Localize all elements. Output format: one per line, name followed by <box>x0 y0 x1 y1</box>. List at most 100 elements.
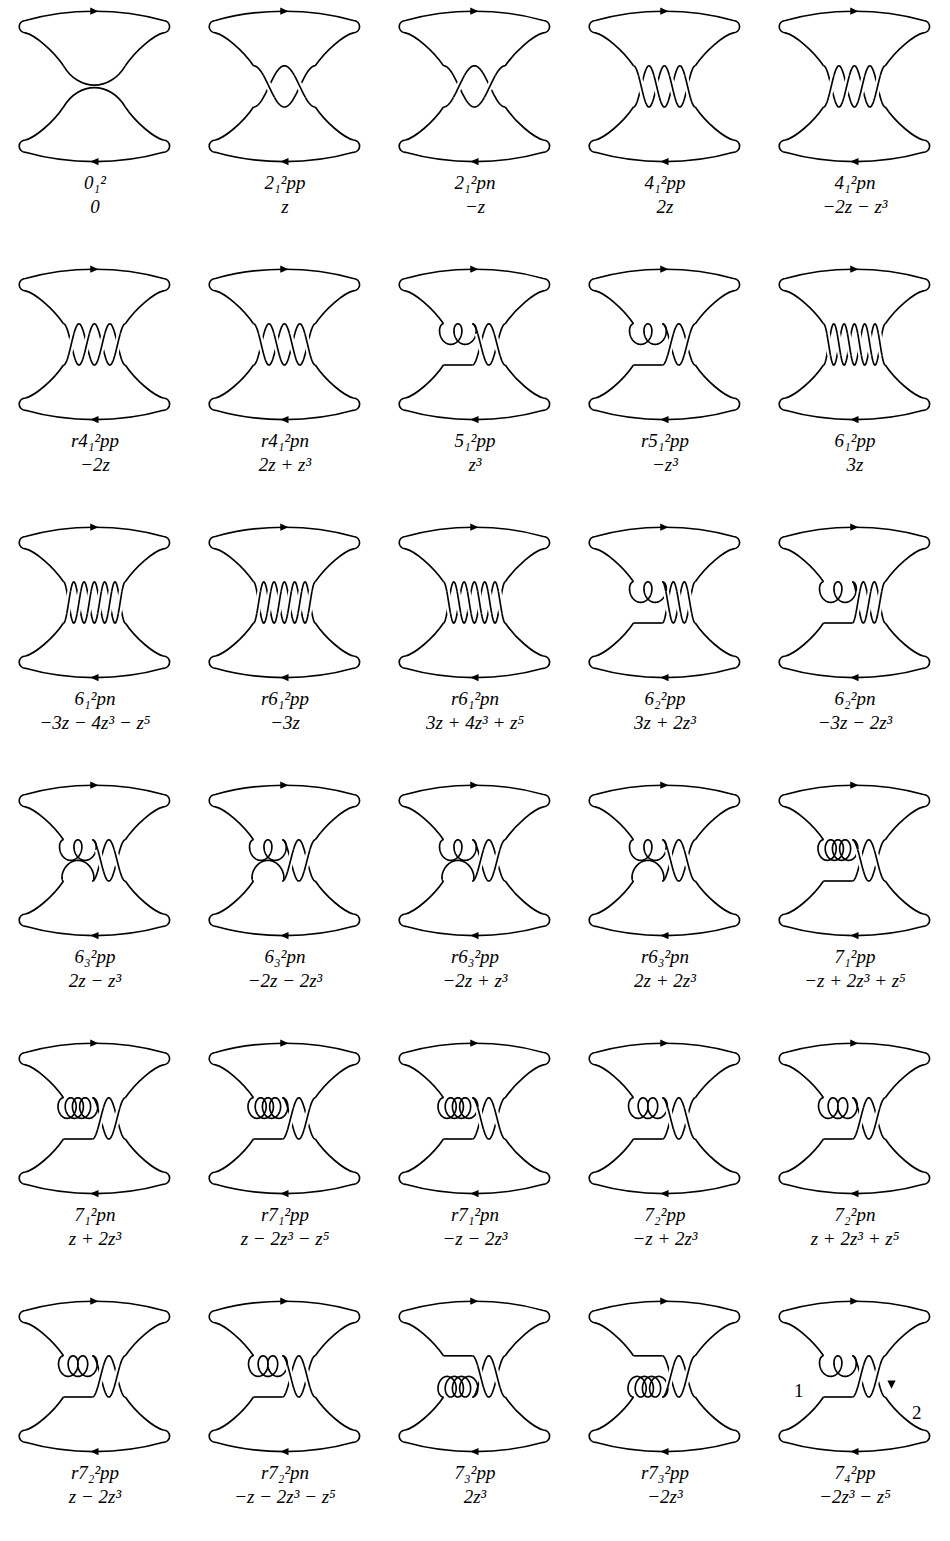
tangle-figure <box>19 1040 169 1198</box>
crossing-over <box>257 591 261 613</box>
crossing-over <box>484 75 495 97</box>
crossing-gap <box>98 591 102 613</box>
tangle-name: 7₂²pp <box>570 1204 760 1226</box>
tangle-frame <box>399 11 549 161</box>
crossing-gap <box>874 1107 880 1129</box>
arrowhead <box>470 416 478 423</box>
strand <box>64 1138 93 1140</box>
tangle-frame <box>209 1301 359 1451</box>
tangle-frame <box>589 1301 739 1451</box>
strand <box>444 66 506 107</box>
polynomial: z + 2z³ + z⁵ <box>760 1228 950 1250</box>
crossing-gap <box>828 75 834 97</box>
crossing-over <box>277 591 281 613</box>
crossing-over <box>77 591 81 613</box>
crossing-over <box>114 1365 120 1387</box>
crossing-over <box>289 333 295 355</box>
strand <box>444 364 473 366</box>
tangle-figure <box>209 8 359 166</box>
coil-strand <box>438 1376 478 1397</box>
tangle-figure <box>19 1298 169 1456</box>
crossing-gap <box>304 1365 310 1387</box>
strand <box>634 1355 663 1357</box>
crossing-gap <box>847 333 851 355</box>
tangle-name: 6₁²pn <box>0 688 190 710</box>
crossing-over <box>478 1107 484 1129</box>
crossing-over <box>267 591 271 613</box>
polynomial: 0 <box>0 196 190 218</box>
strand <box>254 1138 283 1140</box>
crossing-gap <box>274 333 280 355</box>
crossing-gap <box>494 1365 500 1387</box>
polynomial: −z <box>380 196 570 218</box>
crossing-gap <box>484 75 495 97</box>
crossing-over <box>875 75 881 97</box>
crossing-gap <box>288 591 292 613</box>
strand <box>662 582 695 623</box>
strand <box>824 324 886 365</box>
arrowhead <box>90 416 98 423</box>
tangle-frame <box>779 1043 929 1193</box>
strand <box>64 324 126 365</box>
arrowhead <box>280 1298 288 1305</box>
tangle-name: r7₂²pp <box>0 1462 190 1484</box>
crossing-gap <box>267 591 271 613</box>
coil-strand <box>250 840 287 861</box>
crossing-gap <box>669 75 675 97</box>
crossing-gap <box>288 1365 294 1387</box>
tangle-figure <box>589 266 739 424</box>
crossing-over <box>684 1107 690 1129</box>
tangle-name: r7₃²pp <box>570 1462 760 1484</box>
crossing-over <box>874 1107 880 1129</box>
coil-strand <box>440 324 477 345</box>
strand <box>634 622 663 624</box>
strand-number: 2 <box>912 1402 922 1424</box>
crossing-gap <box>654 75 660 97</box>
arrowhead <box>90 674 98 681</box>
crossing-gap <box>478 849 484 871</box>
tangle-name: 6₃²pp <box>0 946 190 968</box>
crossing-over <box>478 333 484 355</box>
crossing-gap <box>277 591 281 613</box>
strand <box>64 1396 93 1398</box>
crossing-over <box>453 75 464 97</box>
polynomial: z − 2z³ <box>0 1486 190 1508</box>
tangle-frame <box>589 11 739 161</box>
strand <box>254 582 316 623</box>
crossing-gap <box>494 333 500 355</box>
crossing-gap <box>677 591 681 613</box>
tangle-name: 2₁²pp <box>190 172 380 194</box>
tangle-name: r6₁²pp <box>190 688 380 710</box>
polynomial: z³ <box>380 454 570 476</box>
tangle-name: r6₃²pp <box>380 946 570 968</box>
arrowhead <box>660 1190 668 1197</box>
arrowhead <box>660 8 668 15</box>
tangle-figure <box>589 1298 739 1456</box>
crossing-over <box>114 1107 120 1129</box>
tangle-name: 7₁²pn <box>0 1204 190 1226</box>
strand <box>444 582 506 623</box>
crossing-over <box>668 1365 674 1387</box>
tangle-name: 6₃²pn <box>190 946 380 968</box>
tangle-name: r4₁²pp <box>0 430 190 452</box>
strand <box>662 324 695 365</box>
crossing-gap <box>447 591 451 613</box>
arrowhead <box>280 8 288 15</box>
tangle-name: 0₁² <box>0 172 190 194</box>
crossing-gap <box>668 333 674 355</box>
crossing-over <box>478 1365 484 1387</box>
tangle-figure <box>209 1040 359 1198</box>
crossing-gap <box>844 75 850 97</box>
tangle-name: 4₁²pn <box>760 172 950 194</box>
arrowhead <box>280 932 288 939</box>
crossing-gap <box>858 1365 864 1387</box>
tangle-name: 6₁²pp <box>760 430 950 452</box>
arrowhead <box>850 674 858 681</box>
coil-strand <box>820 1356 857 1377</box>
arrowhead <box>660 932 668 939</box>
crossing-over <box>98 1107 104 1129</box>
crossing-over <box>478 591 482 613</box>
arrowhead <box>850 266 858 273</box>
tangle-figure <box>779 1298 929 1456</box>
strand <box>852 582 885 623</box>
